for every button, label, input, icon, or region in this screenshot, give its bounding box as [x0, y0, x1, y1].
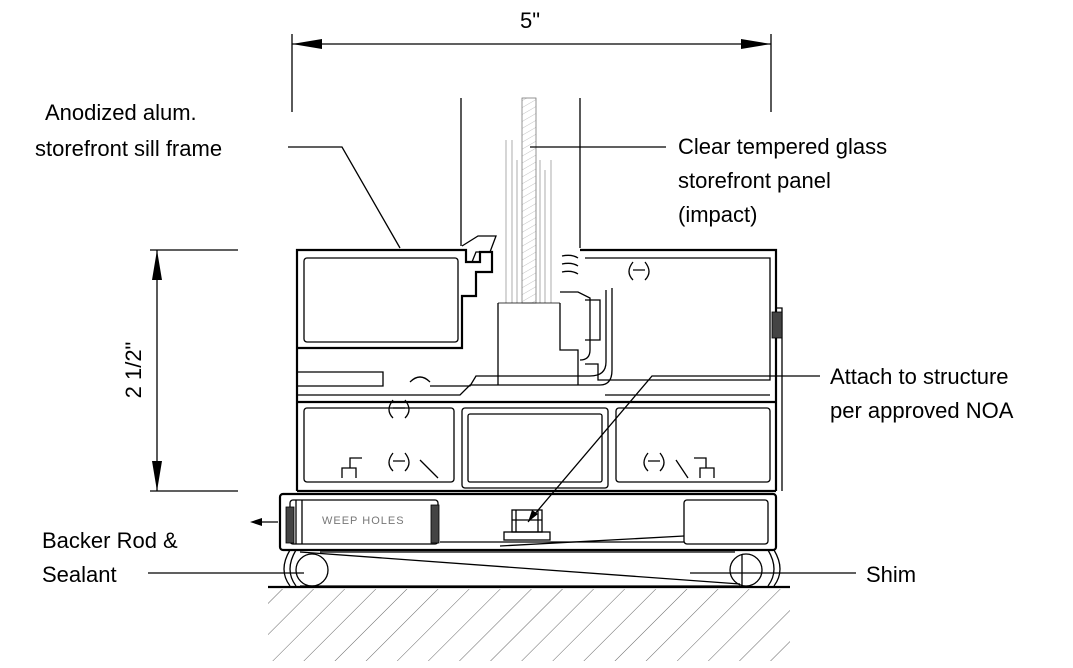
callout-backer-line1: Backer Rod &: [42, 528, 178, 553]
glazing-gasket-left: [461, 235, 497, 263]
backer-rod-left: [295, 553, 329, 587]
shim: [299, 551, 741, 587]
callout-glass-line1: Clear tempered glass: [678, 134, 887, 159]
callout-glass-line3: (impact): [678, 202, 757, 227]
substrate-hatching: [268, 589, 790, 661]
width-dimension-label: 5": [520, 8, 540, 33]
screw-boss-low-left: [388, 452, 410, 472]
screw-boss-mid-left: [388, 399, 410, 419]
leader-frame: [288, 146, 401, 249]
backer-rod-right: [729, 553, 763, 587]
glass-panel: [460, 97, 581, 304]
sill-frame: [295, 235, 783, 493]
frame-top-left-chamber: [295, 248, 494, 491]
callout-frame-line1: Anodized alum.: [45, 100, 197, 125]
weep-holes-label: WEEP HOLES: [322, 515, 405, 527]
substrate: [268, 585, 790, 661]
callout-shim: Shim: [866, 562, 916, 587]
subsill-receptor: WEEP HOLES: [278, 492, 778, 552]
backer-rods: [283, 549, 781, 587]
frame-top-right: [580, 248, 778, 491]
leaders: [148, 146, 856, 574]
glass-interlayer: [521, 97, 537, 304]
callout-backer: Backer Rod & Sealant: [42, 528, 178, 587]
glazing-gasket-right: [561, 254, 579, 275]
callout-frame: Anodized alum. storefront sill frame: [35, 100, 222, 161]
callout-backer-line2: Sealant: [42, 562, 117, 587]
leader-attach: [527, 375, 820, 523]
screw-boss-top-right: [628, 261, 650, 281]
callout-attach-line2: per approved NOA: [830, 398, 1014, 423]
fastener-washer: [503, 531, 551, 541]
height-dimension: 2 1/2": [121, 249, 238, 492]
height-arrow-bottom: [152, 461, 162, 491]
callout-frame-line2: storefront sill frame: [35, 136, 222, 161]
callout-glass: Clear tempered glass storefront panel (i…: [678, 134, 887, 227]
height-dimension-label: 2 1/2": [121, 342, 146, 399]
callout-attach: Attach to structure per approved NOA: [830, 364, 1014, 423]
screw-boss-low-right: [643, 452, 665, 472]
callout-glass-line2: storefront panel: [678, 168, 831, 193]
width-arrow-left: [292, 39, 322, 49]
height-arrow-top: [152, 250, 162, 280]
width-arrow-right: [741, 39, 771, 49]
callout-attach-line1: Attach to structure: [830, 364, 1009, 389]
width-dimension: 5": [291, 8, 772, 112]
subsill-outline: [278, 492, 778, 552]
